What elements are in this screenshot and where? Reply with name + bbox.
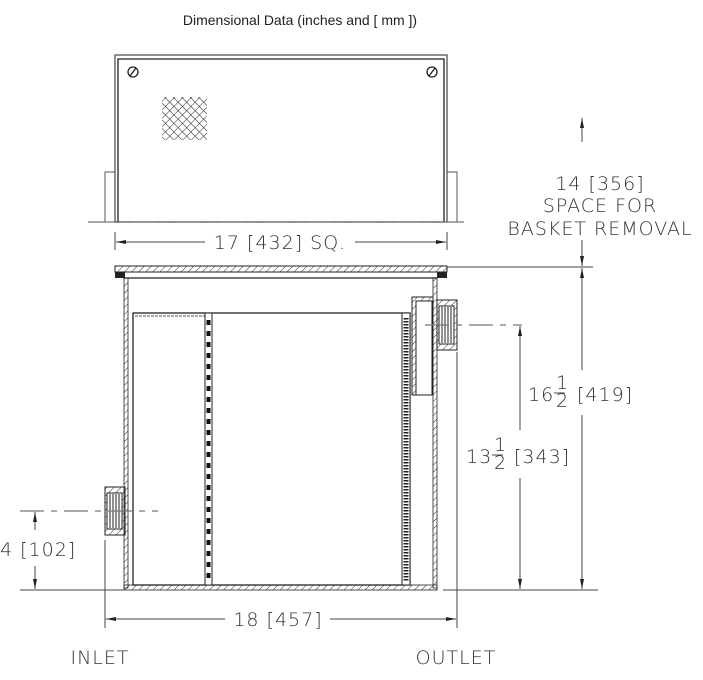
- inlet-height-label: 4 [102]: [0, 539, 76, 561]
- body-section: [104, 265, 593, 591]
- dimension-overall-height: 16 1 2 [419]: [528, 268, 633, 589]
- overall-width-label: 18 [457]: [233, 609, 322, 631]
- outlet-height-mm: [343]: [514, 446, 570, 468]
- screw-icon: [426, 66, 438, 78]
- outlet-height-den: 2: [494, 452, 507, 474]
- dimension-overall-width: 18 [457]: [104, 352, 458, 631]
- cover-top-view: [104, 54, 458, 223]
- removal-space-line2: SPACE FOR: [543, 195, 657, 217]
- removal-space-line3: BASKET REMOVAL: [507, 218, 692, 240]
- screw-icon: [127, 66, 139, 78]
- overall-height-num: 1: [556, 372, 569, 394]
- overall-height-mm: [419]: [577, 384, 633, 406]
- dimension-inlet-height: 4 [102]: [0, 512, 76, 589]
- dimension-outlet-height: 13 1 2 [343]: [466, 326, 570, 589]
- overall-height-whole: 16: [528, 384, 554, 406]
- inlet-label: INLET: [70, 647, 129, 669]
- outlet-height-num: 1: [494, 434, 507, 456]
- dimension-cover-width: 17 [432] SQ.: [114, 232, 448, 254]
- outlet-label: OUTLET: [416, 647, 497, 669]
- removal-space-value: 14 [356]: [555, 173, 644, 195]
- overall-height-den: 2: [556, 390, 569, 412]
- grate-hatch: [162, 97, 207, 140]
- dimension-removal-space: 14 [356] SPACE FOR BASKET REMOVAL: [507, 118, 692, 266]
- outlet-height-whole: 13: [466, 446, 492, 468]
- page-title: Dimensional Data (inches and [ mm ]): [183, 12, 417, 28]
- cover-width-label: 17 [432] SQ.: [214, 232, 346, 254]
